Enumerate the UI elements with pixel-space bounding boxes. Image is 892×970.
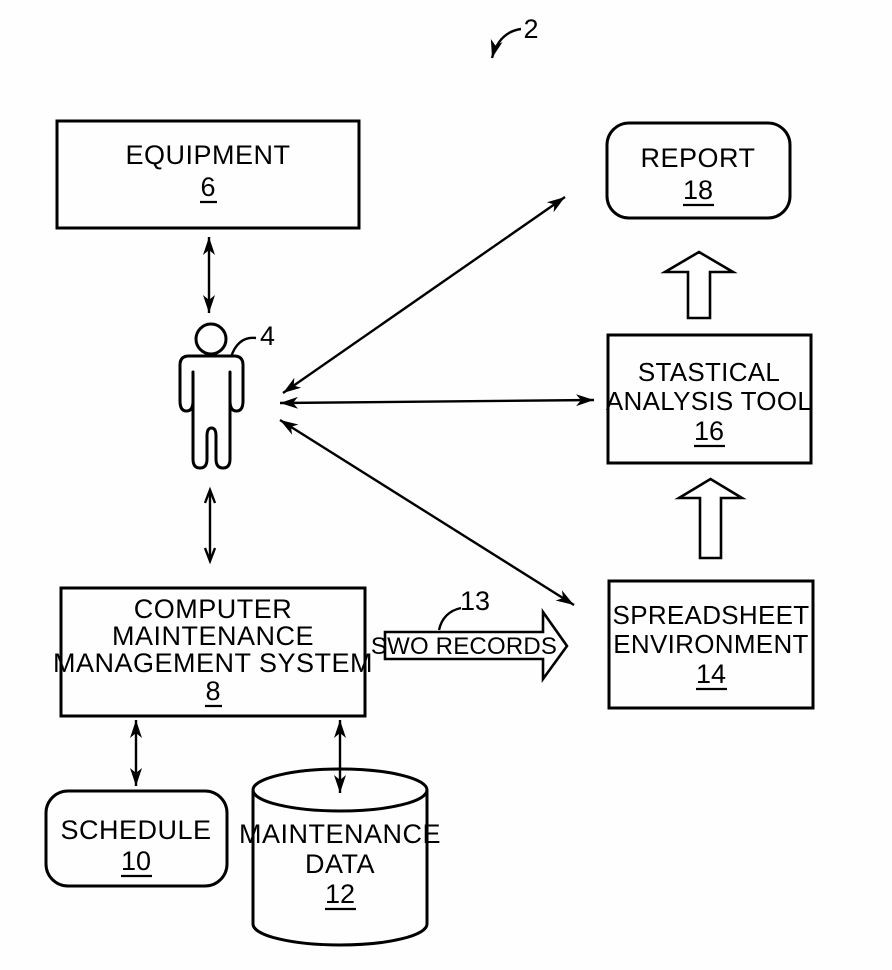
maintenance-data-node: MAINTENANCE DATA 12: [239, 767, 441, 947]
equipment-node: EQUIPMENT 6: [55, 119, 361, 230]
cmms-ref: 8: [205, 676, 220, 706]
figure-ref-label: 2: [523, 14, 538, 44]
report-node: REPORT 18: [605, 121, 792, 220]
schedule-node: SCHEDULE 10: [44, 789, 229, 888]
swo-records-block-arrow-icon: [383, 607, 569, 683]
spreadsheet-box: [607, 579, 815, 710]
operator-spreadsheet-double-arrow: [279, 418, 575, 607]
statistical-ref: 16: [694, 416, 724, 446]
schedule-title: SCHEDULE: [60, 815, 211, 845]
spreadsheet-line1: SPREADSHEET: [613, 600, 810, 630]
database-cylinder-top-icon: [251, 767, 429, 813]
equipment-box: [55, 119, 361, 230]
cmms-box: [59, 586, 367, 718]
maintenance-data-ref: 12: [325, 879, 355, 909]
schedule-box: [44, 789, 229, 888]
maintenance-data-line2: DATA: [305, 849, 375, 879]
maintenance-data-line1: MAINTENANCE: [239, 819, 441, 849]
report-box: [605, 121, 792, 220]
report-ref: 18: [683, 175, 713, 205]
database-cylinder-icon: [251, 790, 429, 947]
person-body-icon: [178, 354, 245, 470]
block-arrow-up-icon: [660, 250, 738, 320]
report-title: REPORT: [640, 143, 755, 173]
cmms-title-line1: COMPUTER: [134, 594, 293, 624]
cmms-title-line2: MAINTENANCE: [112, 621, 314, 651]
spreadsheet-line2: ENVIRONMENT: [613, 629, 808, 659]
schedule-ref: 10: [121, 846, 151, 876]
statistical-node: STASTICAL ANALYSIS TOOL 16: [606, 333, 813, 465]
spreadsheet-node: SPREADSHEET ENVIRONMENT 14: [607, 579, 815, 710]
figure-ref-leader-arrow-icon: [490, 27, 522, 59]
swo-records-ref-leader: [437, 606, 462, 631]
person-icon: [194, 322, 228, 356]
swo-records-ref: 13: [460, 586, 490, 616]
block-arrow-up-icon: [674, 477, 747, 560]
swo-records-node: SWO RECORDS 13: [371, 586, 569, 683]
cmms-title-line3: MANAGEMENT SYSTEM: [53, 648, 373, 678]
statistical-line1: STASTICAL: [638, 357, 780, 387]
spreadsheet-ref: 14: [696, 659, 726, 689]
operator-statistical-double-arrow: [279, 394, 595, 409]
figure-ref-group: 2: [490, 14, 539, 59]
operator-report-double-arrow: [282, 196, 566, 394]
operator-ref-leader: [229, 336, 257, 358]
statistical-line2: ANALYSIS TOOL: [606, 386, 812, 416]
equipment-title: EQUIPMENT: [125, 140, 290, 170]
swo-records-label: SWO RECORDS: [371, 633, 557, 660]
operator-ref: 4: [260, 321, 275, 351]
equipment-ref: 6: [200, 172, 215, 202]
cmms-node: COMPUTER MAINTENANCE MANAGEMENT SYSTEM 8: [53, 586, 373, 718]
statistical-box: [606, 333, 813, 465]
operator-node: 4: [178, 321, 275, 470]
